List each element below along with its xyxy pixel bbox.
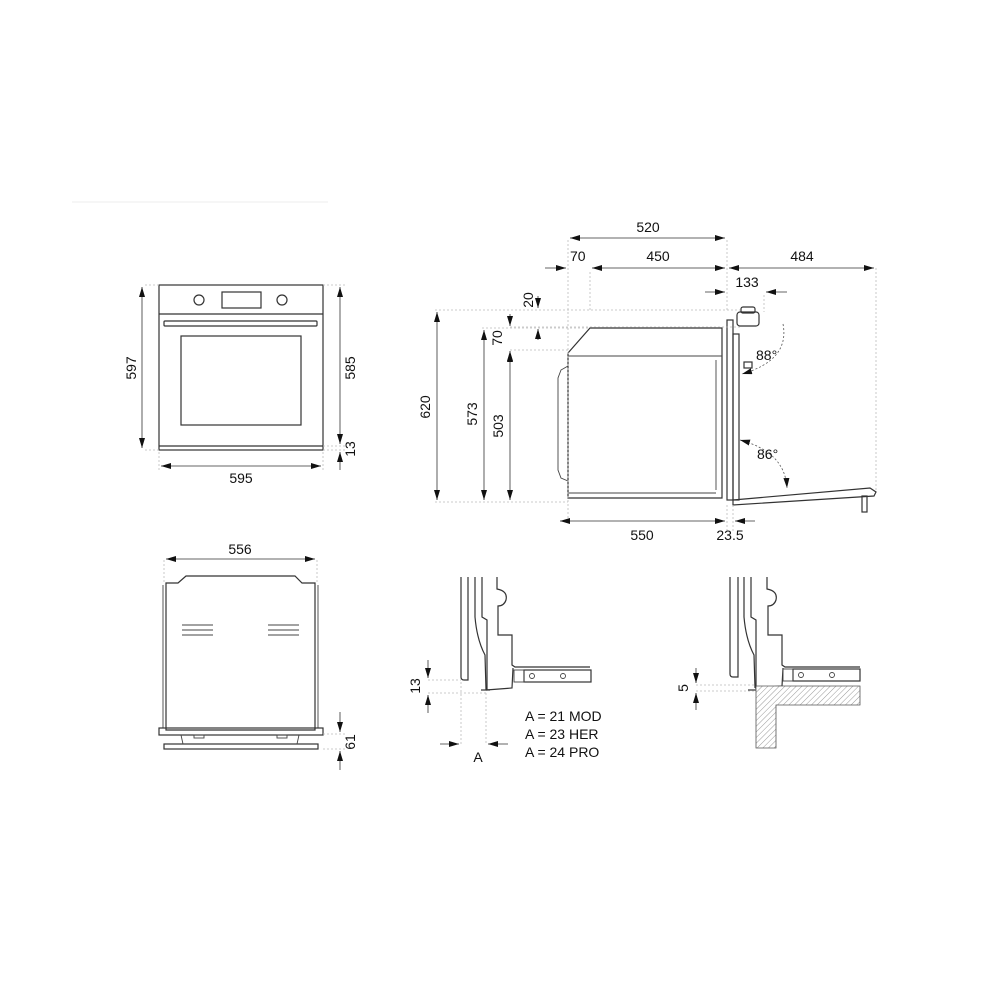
dim-door-thickness: 23.5 (716, 527, 743, 543)
dim-top-step: 70 (489, 330, 505, 346)
dim-front-width: 595 (229, 470, 253, 486)
door-window (180, 335, 302, 426)
note-a-pro: A = 24 PRO (525, 744, 599, 760)
dim-front-lower: 13 (342, 441, 358, 457)
oven-side-body (567, 327, 723, 499)
dim-gap-5: 5 (675, 684, 691, 692)
dim-side-height-body: 503 (490, 414, 506, 438)
cabinet-section (755, 685, 861, 749)
dim-depth-mid: 450 (646, 248, 670, 264)
knob-right-icon (276, 294, 288, 306)
dim-a-label: A (473, 749, 483, 765)
hinge-top (736, 311, 760, 327)
dim-depth-front: 70 (570, 248, 586, 264)
rail (792, 668, 861, 682)
vent-left-icon (182, 624, 213, 636)
dim-side-height-mid: 573 (464, 402, 480, 426)
top-view: 556 61 (158, 541, 358, 770)
door-base (163, 743, 319, 750)
door-handle (163, 320, 318, 327)
dim-front-upper: 585 (342, 356, 358, 380)
display-panel (221, 291, 262, 309)
oven-door-open (732, 487, 877, 506)
angle-86: 86° (757, 446, 778, 462)
dim-depth-total: 520 (636, 219, 660, 235)
dim-base-height: 61 (342, 734, 358, 750)
angle-88: 88° (756, 347, 777, 363)
detail-a: 13 A A = 21 MOD A = 23 HER A = 24 PRO (407, 577, 602, 765)
door-foot (861, 495, 868, 513)
dim-gap-13: 13 (407, 678, 423, 694)
note-a-her: A = 23 HER (525, 726, 599, 742)
oven-top-body (165, 575, 316, 731)
front-frame (158, 727, 324, 736)
detail-b: 5 (675, 577, 861, 749)
rail (523, 669, 592, 683)
dim-depth-body: 550 (630, 527, 654, 543)
front-view: 597 585 13 595 (123, 284, 358, 486)
dim-front-height: 597 (123, 356, 139, 380)
dim-top-gap: 20 (520, 292, 536, 308)
dim-door-reach: 484 (790, 248, 814, 264)
dim-handle-offset: 133 (735, 274, 759, 290)
side-view: 88° 86° 520 70 450 484 133 20 (417, 219, 877, 543)
dim-side-height-total: 620 (417, 395, 433, 419)
note-a-mod: A = 21 MOD (525, 708, 602, 724)
dim-top-width: 556 (228, 541, 252, 557)
vent-right-icon (268, 624, 299, 636)
knob-left-icon (193, 294, 205, 306)
oven-front-body (158, 284, 324, 451)
